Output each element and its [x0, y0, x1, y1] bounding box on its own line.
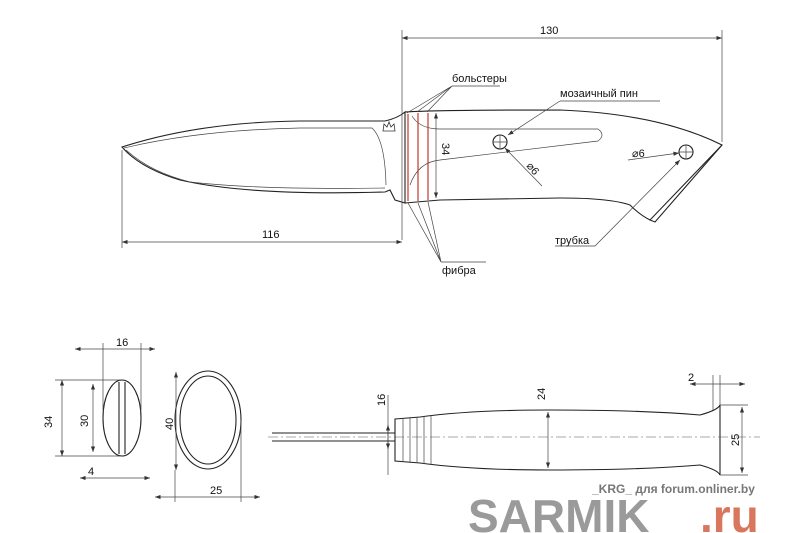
watermark-tld: .ru — [700, 490, 759, 533]
cross-section-1: 16 34 30 4 — [43, 337, 155, 481]
dim-tube-diameter: ⌀6 — [632, 148, 645, 160]
watermark-credit: _KRG_ для forum.onliner.by — [591, 482, 755, 496]
cross-section-2: 40 25 — [155, 370, 260, 502]
blade-grind-line — [123, 127, 387, 186]
dim-pommel-height: 25 — [730, 434, 742, 446]
blade-outline — [121, 110, 406, 204]
dim-pommel-thickness: 2 — [688, 372, 694, 384]
watermark: SARMIK .ru _KRG_ для forum.onliner.by — [468, 482, 759, 533]
dim-section-width: 16 — [116, 337, 128, 349]
dim-pin-diameter: ⌀6 — [524, 160, 541, 177]
handle-top-view: 16 24 2 25 — [268, 372, 760, 476]
handle-inlay — [409, 115, 603, 186]
knife-side-view — [121, 109, 723, 223]
watermark-brand: SARMIK — [468, 490, 649, 533]
handle-profile — [394, 404, 721, 476]
label-tube: трубка — [555, 235, 590, 247]
callouts: больстеры мозаичный пин трубка фибра — [406, 73, 681, 277]
label-bolsters: больстеры — [452, 73, 507, 85]
dim-blade-length: 116 — [262, 229, 280, 241]
dim-oval-height: 40 — [164, 418, 176, 430]
dim-oval-width: 25 — [210, 485, 222, 497]
crown-logo-icon — [382, 120, 396, 132]
dim-section-slot: 4 — [88, 466, 94, 478]
dimensions-top: 130 116 34 ⌀6 ⌀6 — [121, 25, 723, 248]
dim-overall-length: 130 — [540, 25, 558, 37]
tang — [272, 432, 395, 442]
label-mosaic-pin: мозаичный пин — [560, 88, 638, 100]
dim-handle-height: 34 — [439, 143, 451, 155]
blade-edge-line — [125, 149, 386, 189]
pommel-bevel — [649, 144, 723, 223]
label-fiber: фибра — [442, 265, 477, 277]
handle-outline — [404, 109, 723, 221]
dim-tang-height: 16 — [376, 394, 388, 406]
dim-section-height: 34 — [43, 416, 55, 428]
dim-handle-mid-height: 24 — [536, 388, 548, 400]
dim-section-inner-height: 30 — [79, 415, 91, 427]
